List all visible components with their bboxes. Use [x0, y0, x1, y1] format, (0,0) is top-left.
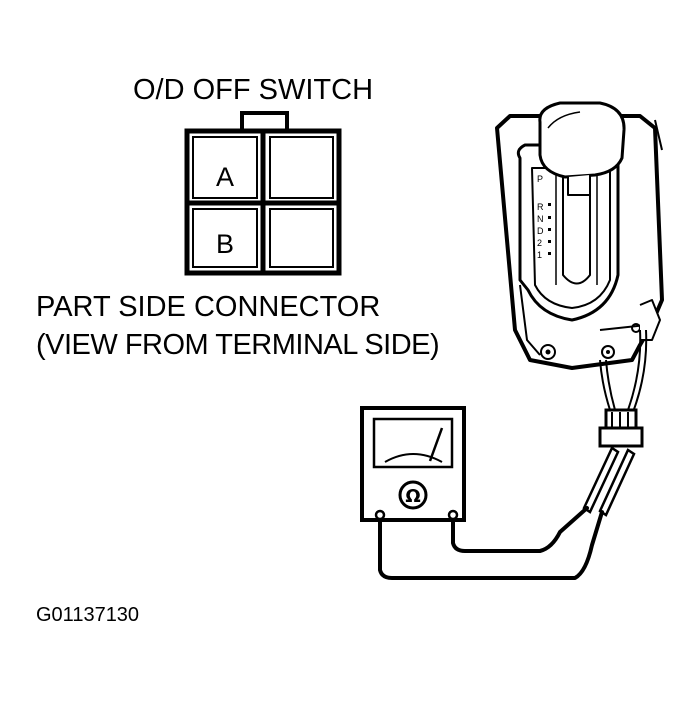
terminal-cavity-c [269, 136, 334, 199]
terminal-b-label: B [216, 229, 234, 259]
ohmmeter-display [372, 417, 454, 469]
connector-caption-line1: PART SIDE CONNECTOR [36, 291, 381, 323]
terminal-a-label: A [216, 162, 234, 192]
terminal-cavity-a [192, 136, 258, 199]
terminal-cavity-b [192, 208, 258, 268]
terminal-com [374, 509, 386, 521]
ohmmeter-needle [428, 427, 444, 462]
bezel-screw-left [540, 344, 556, 360]
shifter-assembly [495, 101, 664, 370]
gear-letter-1: 1 [537, 250, 542, 260]
terminal-cavity-d [269, 208, 334, 268]
bezel-screw-right [601, 345, 615, 359]
ohmmeter-body [360, 406, 466, 522]
harness-connector-lower [598, 426, 644, 448]
probe-left [582, 446, 620, 514]
figure-id: G01137130 [36, 604, 140, 626]
shift-knob [538, 101, 626, 179]
gear-letter-d: D [537, 226, 544, 236]
lead-right [451, 506, 589, 553]
connector-caption-line2: (VIEW FROM TERMINAL SIDE) [36, 329, 440, 361]
ohm-range-dial [398, 480, 428, 510]
gear-indicator: P R N D 2 1 [537, 174, 551, 260]
test-probes [582, 446, 636, 517]
ohm-icon: Ω [405, 486, 420, 507]
gear-letter-2: 2 [537, 238, 542, 248]
probe-right [598, 448, 636, 517]
test-leads [378, 506, 604, 580]
connector-face [184, 111, 342, 276]
terminal-ohm [447, 509, 459, 521]
gear-letter-n: N [537, 214, 544, 224]
ohmmeter [360, 406, 466, 522]
diagram-title: O/D OFF SWITCH [133, 74, 374, 106]
gear-letter-p: P [537, 174, 543, 184]
lead-left [378, 510, 604, 580]
switch-harness [598, 329, 648, 448]
gear-letter-r: R [537, 202, 544, 212]
